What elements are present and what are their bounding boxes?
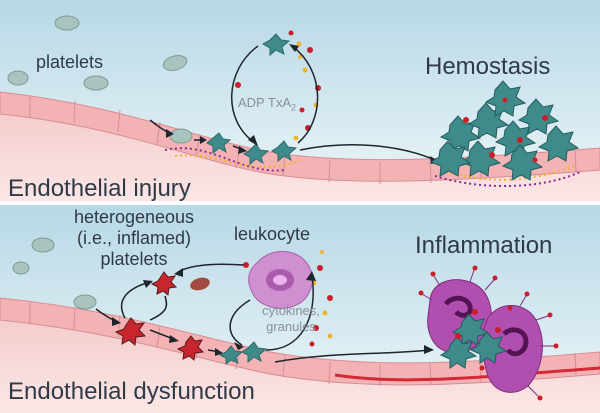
top-activated-platelets <box>206 33 298 166</box>
bottom-resting-platelets <box>12 237 97 310</box>
heterogeneous-line-1: heterogeneous <box>73 207 195 227</box>
heterogeneous-platelets-label: heterogeneous (i.e., inflamed) platelets <box>49 207 219 270</box>
endothelial-injury-label: Endothelial injury <box>8 175 191 202</box>
platelets-label: platelets <box>36 52 104 72</box>
dysfunctional-endothelium-line <box>334 366 600 382</box>
endothelial-dysfunction-label: Endothelial dysfunction <box>8 378 255 405</box>
bottom-arrowheads <box>112 268 434 356</box>
bottom-arrows <box>95 263 431 363</box>
adp-txa-label: ADP TxA2 <box>238 95 296 113</box>
hemostasis-title: Hemostasis <box>425 53 551 80</box>
heterogeneous-line-2: (i.e., inflamed) <box>76 228 192 248</box>
cluster-projections <box>421 269 554 397</box>
top-panel <box>0 0 600 205</box>
bottom-panel <box>0 205 600 413</box>
top-resting-platelets <box>7 15 193 144</box>
cytokines-granules-label: cytokines, granules <box>246 303 336 335</box>
inflammation-cluster <box>418 265 559 401</box>
cytokines-line-1: cytokines, <box>262 303 320 318</box>
adp-txa-text: ADP TxA <box>238 95 291 110</box>
top-arrows <box>149 45 436 161</box>
bottom-granules <box>243 250 333 347</box>
bottom-dark-cell <box>190 277 210 291</box>
inflamed-platelets <box>114 271 205 361</box>
leukocyte-label: leukocyte <box>234 224 311 244</box>
heterogeneous-line-3: platelets <box>100 249 168 269</box>
leukocyte-cell <box>248 251 313 309</box>
inflammation-title: Inflammation <box>415 232 553 259</box>
cluster-red-dots <box>455 305 513 371</box>
bottom-activated-platelets <box>218 341 268 366</box>
top-clot-rbc-dots <box>463 97 548 163</box>
adp-txa-subscript: 2 <box>290 102 296 113</box>
cytokines-line-2: granules <box>266 319 316 334</box>
